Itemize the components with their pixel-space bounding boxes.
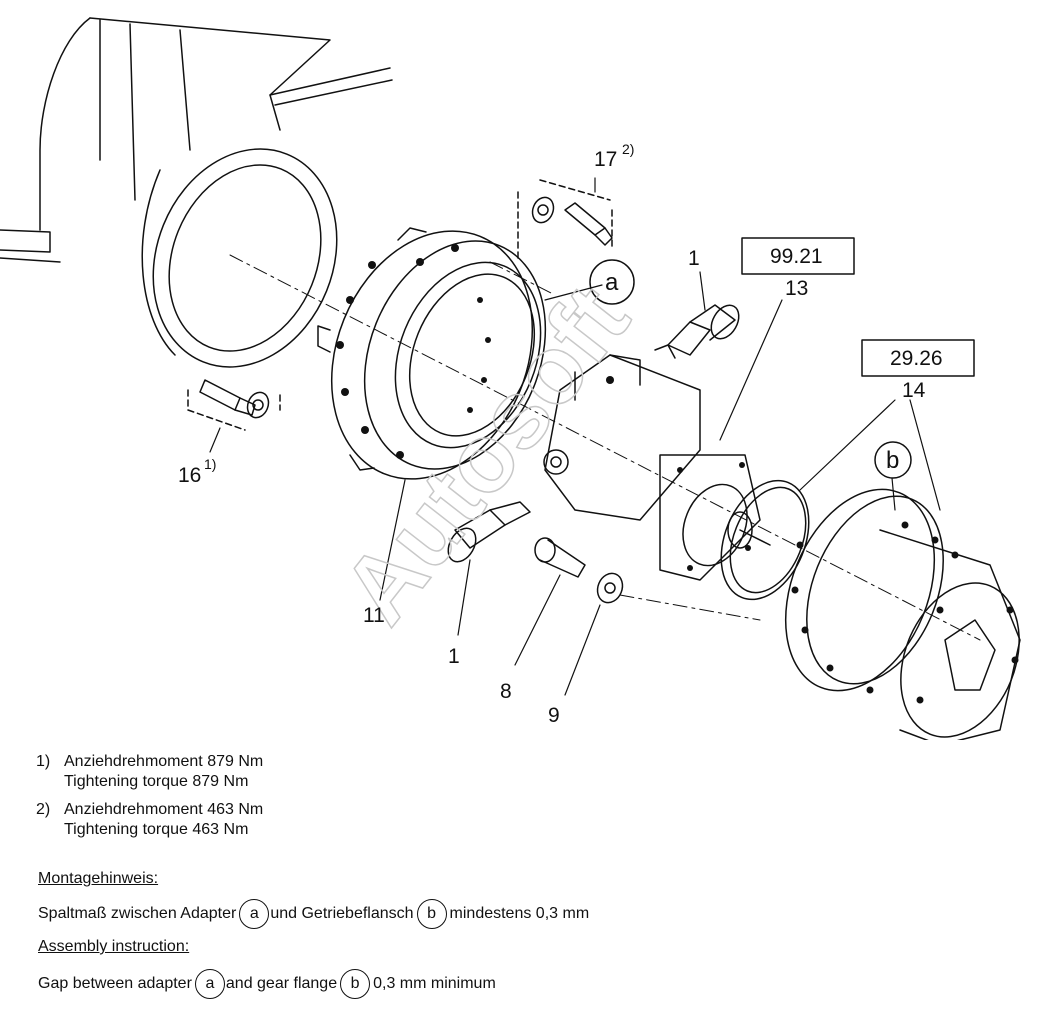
callout-17-note: 2) [622,141,634,157]
callout-11: 11 [363,604,385,627]
text-part: 0,3 mm minimum [373,975,496,992]
washer-9 [596,572,624,604]
callout-8: 8 [500,680,512,703]
callout-9: 9 [548,704,560,727]
bolt-16 [187,379,281,431]
circle-b-marker [874,441,912,479]
ref-box-13 [741,237,855,275]
heading-de: Montagehinweis: [38,870,159,887]
bolt-17 [517,179,613,261]
ref-box-14-label: 29.26 [890,347,943,370]
center-lines [229,254,981,641]
footnote-number: 1) [36,753,51,770]
assembly-text-en: Gap between adapter a and gear flange b … [38,969,496,999]
machine-housing [0,17,393,368]
watermark: Autosoft [322,266,649,643]
text-part: and gear flange [225,975,338,992]
o-ring [720,479,810,601]
assembly-text-de: Spaltmaß zwischen Adapter a und Getriebe… [38,899,589,929]
assembly-heading-de: Montagehinweis: [38,870,158,888]
footnote-line-de: Anziehdrehmoment 879 Nm [64,753,264,770]
circle-a-inline: a [194,969,225,999]
adapter-ring [317,227,547,480]
footnote-line-en: Tightening torque 463 Nm [64,821,249,838]
exploded-view-diagram: Autosoft 1 1 8 9 11 13 14 16 1) 17 2) 99… [0,17,1021,740]
leader-lines [209,177,941,696]
footnotes: 1) Anziehdrehmoment 879 Nm Tightening to… [36,752,263,848]
footnote-number: 2) [36,801,51,818]
ref-box-13-label: 99.21 [770,245,823,268]
fitting-top [654,304,740,359]
heading-en: Assembly instruction: [38,938,190,955]
callout-16-note: 1) [204,456,216,472]
callout-1-top: 1 [688,247,700,270]
circle-b-inline: b [416,899,447,929]
callout-13: 13 [785,277,808,300]
text-part: Spaltmaß zwischen Adapter [38,905,237,922]
callout-1-bottom: 1 [448,645,460,668]
callout-14: 14 [902,379,926,402]
text-part: mindestens 0,3 mm [449,905,590,922]
footnote-line-de: Anziehdrehmoment 463 Nm [64,801,264,818]
gearbox [784,488,1021,740]
footnote-2: 2) Anziehdrehmoment 463 Nm Tightening to… [36,800,263,840]
assembly-heading-en: Assembly instruction: [38,938,189,956]
circle-a-label: a [605,269,619,296]
callout-17: 17 [594,148,617,171]
footnote-line-en: Tightening torque 879 Nm [64,773,249,790]
text-part: Gap between adapter [38,975,192,992]
fitting-bottom [447,501,531,563]
ref-box-14 [861,339,975,377]
circle-b-label: b [886,447,899,474]
circle-b-inline: b [340,969,371,999]
footnote-1: 1) Anziehdrehmoment 879 Nm Tightening to… [36,752,263,792]
text-part: und Getriebeflansch [270,905,414,922]
circle-a-marker [589,259,635,305]
circle-a-inline: a [239,899,270,929]
callout-16: 16 [178,464,201,487]
hydraulic-motor [543,354,771,581]
screw-8 [534,537,586,578]
